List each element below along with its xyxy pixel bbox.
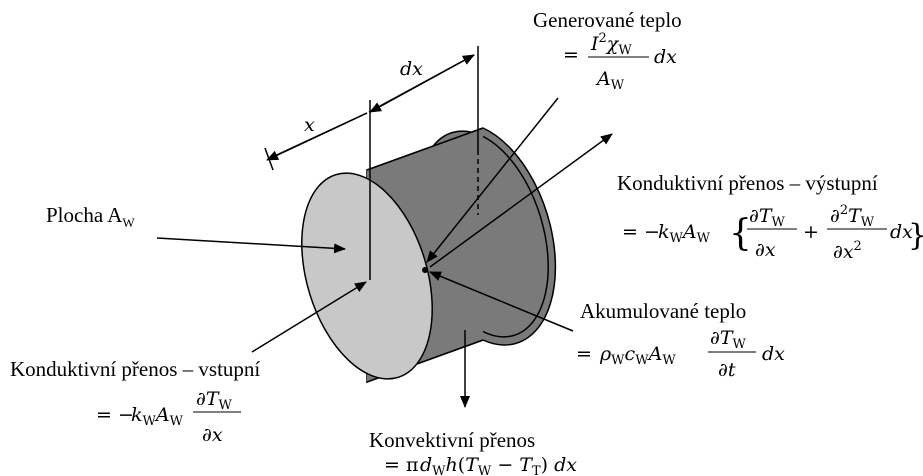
- svg-text:∂x: ∂x: [202, 424, 223, 446]
- accumulated-heat-label: Akumulované teplo: [580, 299, 746, 323]
- svg-text:I2χW: I2χW: [590, 31, 632, 58]
- svg-text:= −: = −: [622, 221, 660, 243]
- dx-label: dx: [400, 58, 423, 80]
- svg-text:∂TW: ∂TW: [196, 388, 233, 413]
- svg-text:AW: AW: [595, 68, 625, 93]
- svg-text:dWh(TW − TT) dx: dWh(TW − TT) dx: [420, 454, 577, 476]
- conduction-out-label: Konduktivní přenos – výstupní: [617, 171, 878, 195]
- area-label: Plocha AW: [46, 203, 135, 230]
- svg-text:= −: = −: [96, 404, 134, 426]
- svg-text:= π: = π: [384, 454, 418, 476]
- svg-text:}: }: [908, 218, 923, 253]
- x-label: x: [304, 114, 315, 136]
- center-point: [422, 267, 428, 273]
- svg-text:∂TW: ∂TW: [749, 205, 786, 230]
- cylinder-end-face: [301, 172, 433, 380]
- convection-label: Konvektivní přenos: [369, 428, 535, 452]
- area-arrow: [156, 237, 346, 254]
- accumulated-heat-equation: = ρWcWAW ∂TW ∂t dx: [576, 327, 785, 381]
- conduction-out-arrow: [429, 133, 613, 268]
- conduction-in-label: Konduktivní přenos – vstupní: [10, 357, 260, 381]
- convection-equation: = π dWh(TW − TT) dx: [384, 454, 577, 476]
- svg-text:dx: dx: [890, 221, 913, 243]
- svg-text:=: =: [576, 343, 592, 365]
- svg-text:dx: dx: [654, 46, 677, 68]
- conduction-out-equation: = − kWAW { ∂TW ∂x + ∂2TW ∂x2 dx }: [622, 203, 923, 263]
- svg-text:∂t: ∂t: [718, 359, 736, 381]
- generated-heat-label: Generované teplo: [533, 8, 682, 32]
- conduction-in-equation: = − kWAW ∂TW ∂x: [96, 388, 241, 446]
- svg-text:∂x: ∂x: [755, 239, 776, 261]
- svg-text:∂TW: ∂TW: [710, 327, 747, 352]
- svg-text:kWAW: kWAW: [658, 221, 711, 246]
- svg-text:∂2TW: ∂2TW: [830, 203, 875, 230]
- conduction-in-arrow: [251, 281, 367, 353]
- svg-text:dx: dx: [762, 343, 785, 365]
- svg-text:{: {: [729, 213, 752, 254]
- svg-text:kWAW: kWAW: [131, 404, 184, 429]
- generated-heat-arrow: [426, 97, 559, 263]
- generated-heat-equation: = I2χW AW dx: [563, 31, 677, 93]
- accumulated-heat-arrow: [429, 271, 574, 332]
- svg-text:+: +: [803, 221, 819, 243]
- svg-text:=: =: [563, 44, 579, 66]
- svg-text:ρWcWAW: ρWcWAW: [599, 343, 676, 368]
- svg-text:∂x2: ∂x2: [833, 239, 862, 263]
